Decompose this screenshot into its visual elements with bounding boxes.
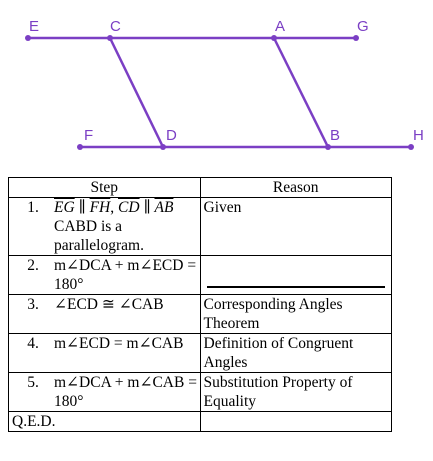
point-c	[107, 35, 113, 41]
step-cell: 1. EG ∥ FH, CD ∥ AB CABD is a parallelogr…	[8, 197, 201, 256]
proof-row-1: 1. EG ∥ FH, CD ∥ AB CABD is a parallelogr…	[8, 197, 392, 256]
answer-blank-line	[206, 286, 385, 288]
proof-row-4: 4. m∠ECD = m∠CAB Definition of Congruent…	[8, 333, 392, 373]
segment-ab-label: AB	[154, 199, 174, 216]
parallelogram-figure: E C A G F D B H	[25, 18, 424, 150]
reason-cell: Given	[199, 197, 392, 256]
reason-blank-cell[interactable]	[199, 255, 392, 295]
step-cell: 3. ∠ECD ≅ ∠CAB	[8, 294, 201, 334]
step-cell: 2. m∠DCA + m∠ECD = 180°	[8, 255, 201, 295]
comma: ,	[110, 199, 119, 216]
point-f	[77, 144, 83, 150]
step-number: 5.	[27, 374, 39, 391]
segment-ab	[272, 37, 330, 148]
label-c: C	[110, 18, 121, 35]
segment-eg-label: EG	[54, 199, 75, 216]
step-statement: ∠ECD ≅ ∠CAB	[54, 296, 164, 313]
step-rest: CABD is a parallelogram.	[54, 218, 144, 254]
reason-cell: Definition of Congruent Angles	[199, 333, 392, 373]
proof-header-row: Step Reason	[8, 177, 392, 198]
label-b: B	[330, 127, 340, 144]
point-e	[25, 35, 31, 41]
step-statement: m∠DCA + m∠ECD = 180°	[54, 257, 197, 293]
point-b	[325, 144, 331, 150]
point-g	[353, 35, 359, 41]
segment-cd-label: CD	[118, 199, 140, 216]
label-h: H	[413, 127, 424, 144]
segment-cd	[108, 37, 165, 148]
point-h	[408, 144, 414, 150]
step-number: 2.	[27, 257, 39, 274]
step-statement: m∠DCA + m∠CAB = 180°	[54, 374, 197, 410]
label-g: G	[357, 18, 369, 35]
label-f: F	[84, 127, 93, 144]
step-header: Step	[8, 177, 201, 198]
reason-header: Reason	[199, 177, 392, 198]
parallel-symbol: ∥	[74, 199, 90, 216]
point-d	[160, 144, 166, 150]
proof-row-3: 3. ∠ECD ≅ ∠CAB Corresponding Angles Theo…	[8, 294, 392, 334]
reason-cell: Substitution Property of Equality	[199, 372, 392, 412]
proof-row-2: 2. m∠DCA + m∠ECD = 180°	[8, 255, 392, 295]
proof-row-5: 5. m∠DCA + m∠CAB = 180° Substitution Pro…	[8, 372, 392, 412]
step-cell: 5. m∠DCA + m∠CAB = 180°	[8, 372, 201, 412]
step-number: 3.	[27, 296, 39, 313]
label-a: A	[275, 18, 285, 35]
label-e: E	[29, 18, 39, 35]
step-number: 4.	[27, 335, 39, 352]
step-cell: 4. m∠ECD = m∠CAB	[8, 333, 201, 373]
parallel-symbol: ∥	[139, 199, 155, 216]
proof-row-qed: Q.E.D.	[8, 411, 392, 432]
qed-reason-cell	[199, 411, 392, 432]
label-d: D	[166, 127, 177, 144]
qed-cell: Q.E.D.	[8, 411, 201, 432]
step-statement: EG ∥ FH, CD ∥ AB CABD is a parallelogram.	[54, 198, 198, 255]
reason-cell: Corresponding Angles Theorem	[199, 294, 392, 334]
segment-fh-label: FH	[89, 199, 111, 216]
step-statement: m∠ECD = m∠CAB	[54, 335, 184, 352]
point-a	[271, 35, 277, 41]
step-number: 1.	[27, 199, 39, 216]
proof-table: Step Reason 1. EG ∥ FH, CD ∥ AB CABD is a…	[8, 177, 392, 432]
